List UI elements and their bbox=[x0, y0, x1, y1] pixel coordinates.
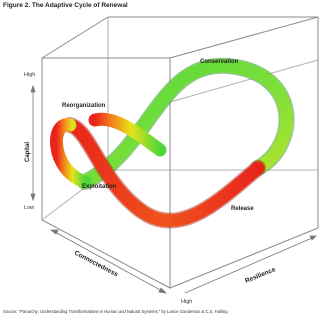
connectedness-axis bbox=[51, 230, 166, 293]
capital-low-label: Low bbox=[24, 205, 34, 211]
phase-label-release: Release bbox=[231, 206, 254, 212]
phase-label-conservation: Conservation bbox=[200, 59, 239, 65]
phase-label-exploitation: Exploitation bbox=[82, 184, 117, 190]
capital-axis bbox=[31, 86, 35, 200]
phase-label-reorganization: Reorganization bbox=[62, 103, 106, 109]
connectedness-high-label: High bbox=[181, 299, 192, 305]
capital-axis-label: Capital bbox=[25, 142, 31, 162]
capital-high-label: High bbox=[24, 72, 35, 78]
resilience-axis-label: Resilience bbox=[244, 266, 277, 285]
adaptive-cycle-loop bbox=[56, 66, 286, 221]
figure-source: Source: "Panarchy: Understanding Transfo… bbox=[3, 309, 329, 314]
resilience-axis bbox=[185, 236, 316, 293]
